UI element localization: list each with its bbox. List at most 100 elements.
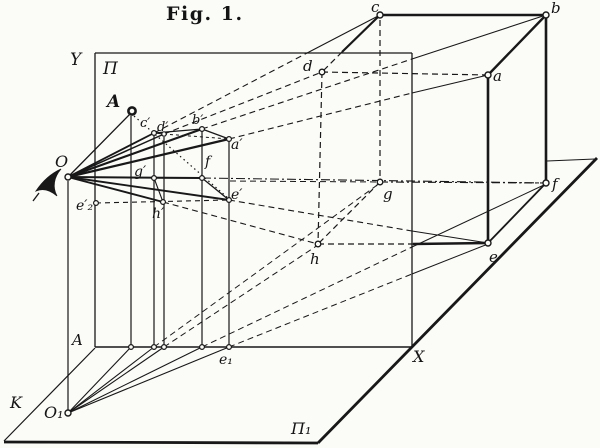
label-b: b xyxy=(551,0,561,17)
ground-top-edge-partial xyxy=(546,158,596,162)
label-d: d xyxy=(303,57,313,75)
cube-edge-eh-visible xyxy=(412,241,489,246)
point-A xyxy=(127,106,137,116)
label-b-image: b′ xyxy=(192,113,203,128)
label-g-image: g′ xyxy=(134,164,147,180)
ray-Oe-hidden xyxy=(228,199,413,232)
label-O1: O₁ xyxy=(44,403,64,422)
ray-Og-hidden xyxy=(229,180,381,183)
fan-e-hidden xyxy=(228,273,413,348)
figure-title: Fig. 1. xyxy=(166,3,244,25)
ray-O-A xyxy=(67,111,133,178)
point-h-image xyxy=(160,199,167,206)
cube-edge-cd-visible xyxy=(341,14,381,53)
image-edge-fe xyxy=(201,177,230,201)
point-foot-g xyxy=(151,344,158,351)
ray-Oe-beyond-plane xyxy=(411,230,489,244)
ray-O-c-image xyxy=(67,132,155,178)
fan-h-hidden xyxy=(163,244,319,348)
point-foot-e1 xyxy=(226,344,233,351)
point-c-image xyxy=(151,130,158,137)
ray-Ob-beyond-plane xyxy=(411,14,547,60)
point-foot-A xyxy=(128,344,135,351)
ray-Ob-hidden xyxy=(201,58,413,130)
cube-edge-gh-hidden xyxy=(317,181,381,245)
cube-edge-dh-hidden xyxy=(317,71,323,245)
eye-icon xyxy=(34,168,62,197)
label-A-point: A xyxy=(105,92,120,112)
point-foot-f xyxy=(199,344,206,351)
fan-O1-to-foote1 xyxy=(67,346,230,414)
fan-g-hidden xyxy=(153,182,381,348)
point-O1 xyxy=(64,409,72,417)
cube-edge-ba xyxy=(487,14,547,76)
label-K: K xyxy=(9,393,23,412)
label-d-image: d′ xyxy=(157,120,168,135)
ray-Oc-hidden xyxy=(153,51,310,134)
ray-O-d-image xyxy=(67,133,165,178)
label-Y: Y xyxy=(70,50,83,70)
label-c-image: c′ xyxy=(140,116,150,131)
image-edge-ba xyxy=(201,128,230,140)
point-f xyxy=(542,179,550,187)
point-e2-image xyxy=(92,200,99,207)
ray-O-b-image xyxy=(67,127,203,179)
point-c xyxy=(376,11,384,19)
point-foot-h xyxy=(161,344,168,351)
point-b-image xyxy=(199,125,206,132)
point-g-image xyxy=(151,175,158,182)
point-h xyxy=(314,240,322,248)
label-e: e xyxy=(489,248,498,266)
point-g xyxy=(376,178,384,186)
label-X: X xyxy=(411,347,425,366)
ray-Of-hidden xyxy=(201,177,547,184)
fan-O1-to-footh xyxy=(67,346,165,414)
fan-e-beyond-plane xyxy=(411,243,489,275)
label-a: a xyxy=(493,67,502,85)
label-e1: e₁ xyxy=(219,352,233,368)
cube-edge-fe xyxy=(487,182,547,244)
ray-Od-hidden xyxy=(163,71,323,135)
label-h: h xyxy=(310,250,320,268)
point-a xyxy=(484,71,492,79)
ray-Oa-beyond-plane xyxy=(411,74,489,94)
point-f-image xyxy=(199,175,206,182)
point-e xyxy=(484,239,492,247)
label-e-image: e′ xyxy=(231,187,243,203)
fan-f-hidden xyxy=(201,246,413,348)
eye-lash-icon xyxy=(32,192,40,202)
cube-edge-gf-hidden xyxy=(379,181,547,184)
ground-bottom-edge xyxy=(3,440,319,445)
image-edge-gh xyxy=(153,177,164,203)
dotted-line-A-to-e-image xyxy=(133,115,229,199)
label-Pi1: Π₁ xyxy=(290,419,311,438)
label-c: c xyxy=(371,0,380,16)
label-f-image: f xyxy=(204,154,213,170)
fan-O1-to-footg xyxy=(67,346,155,414)
point-a-image xyxy=(226,136,233,143)
point-d xyxy=(318,68,326,76)
cube-edge-da-hidden xyxy=(321,71,489,76)
image-edge-da xyxy=(163,133,230,140)
ground-right-edge xyxy=(316,157,599,444)
ray-O-h-image xyxy=(67,176,164,203)
label-g: g xyxy=(383,185,393,203)
cube-edge-cd-hidden xyxy=(321,51,343,73)
fan-f-beyond-plane xyxy=(411,183,547,248)
point-O xyxy=(64,173,72,181)
point-d-image xyxy=(161,131,167,137)
label-O: O xyxy=(55,152,68,171)
label-A-corner: A xyxy=(70,331,83,349)
label-Pi: Π xyxy=(102,59,119,79)
label-f: f xyxy=(551,175,560,193)
point-e-image xyxy=(226,197,233,204)
fan-O1-to-footA xyxy=(67,346,132,414)
label-e2-image: e′₂ xyxy=(76,198,93,214)
ray-Oh-hidden xyxy=(162,201,319,245)
fan-O1-to-footf xyxy=(67,346,203,414)
label-h-image: h′ xyxy=(152,206,165,222)
ground-left-edge xyxy=(3,347,96,442)
point-b xyxy=(542,11,550,19)
